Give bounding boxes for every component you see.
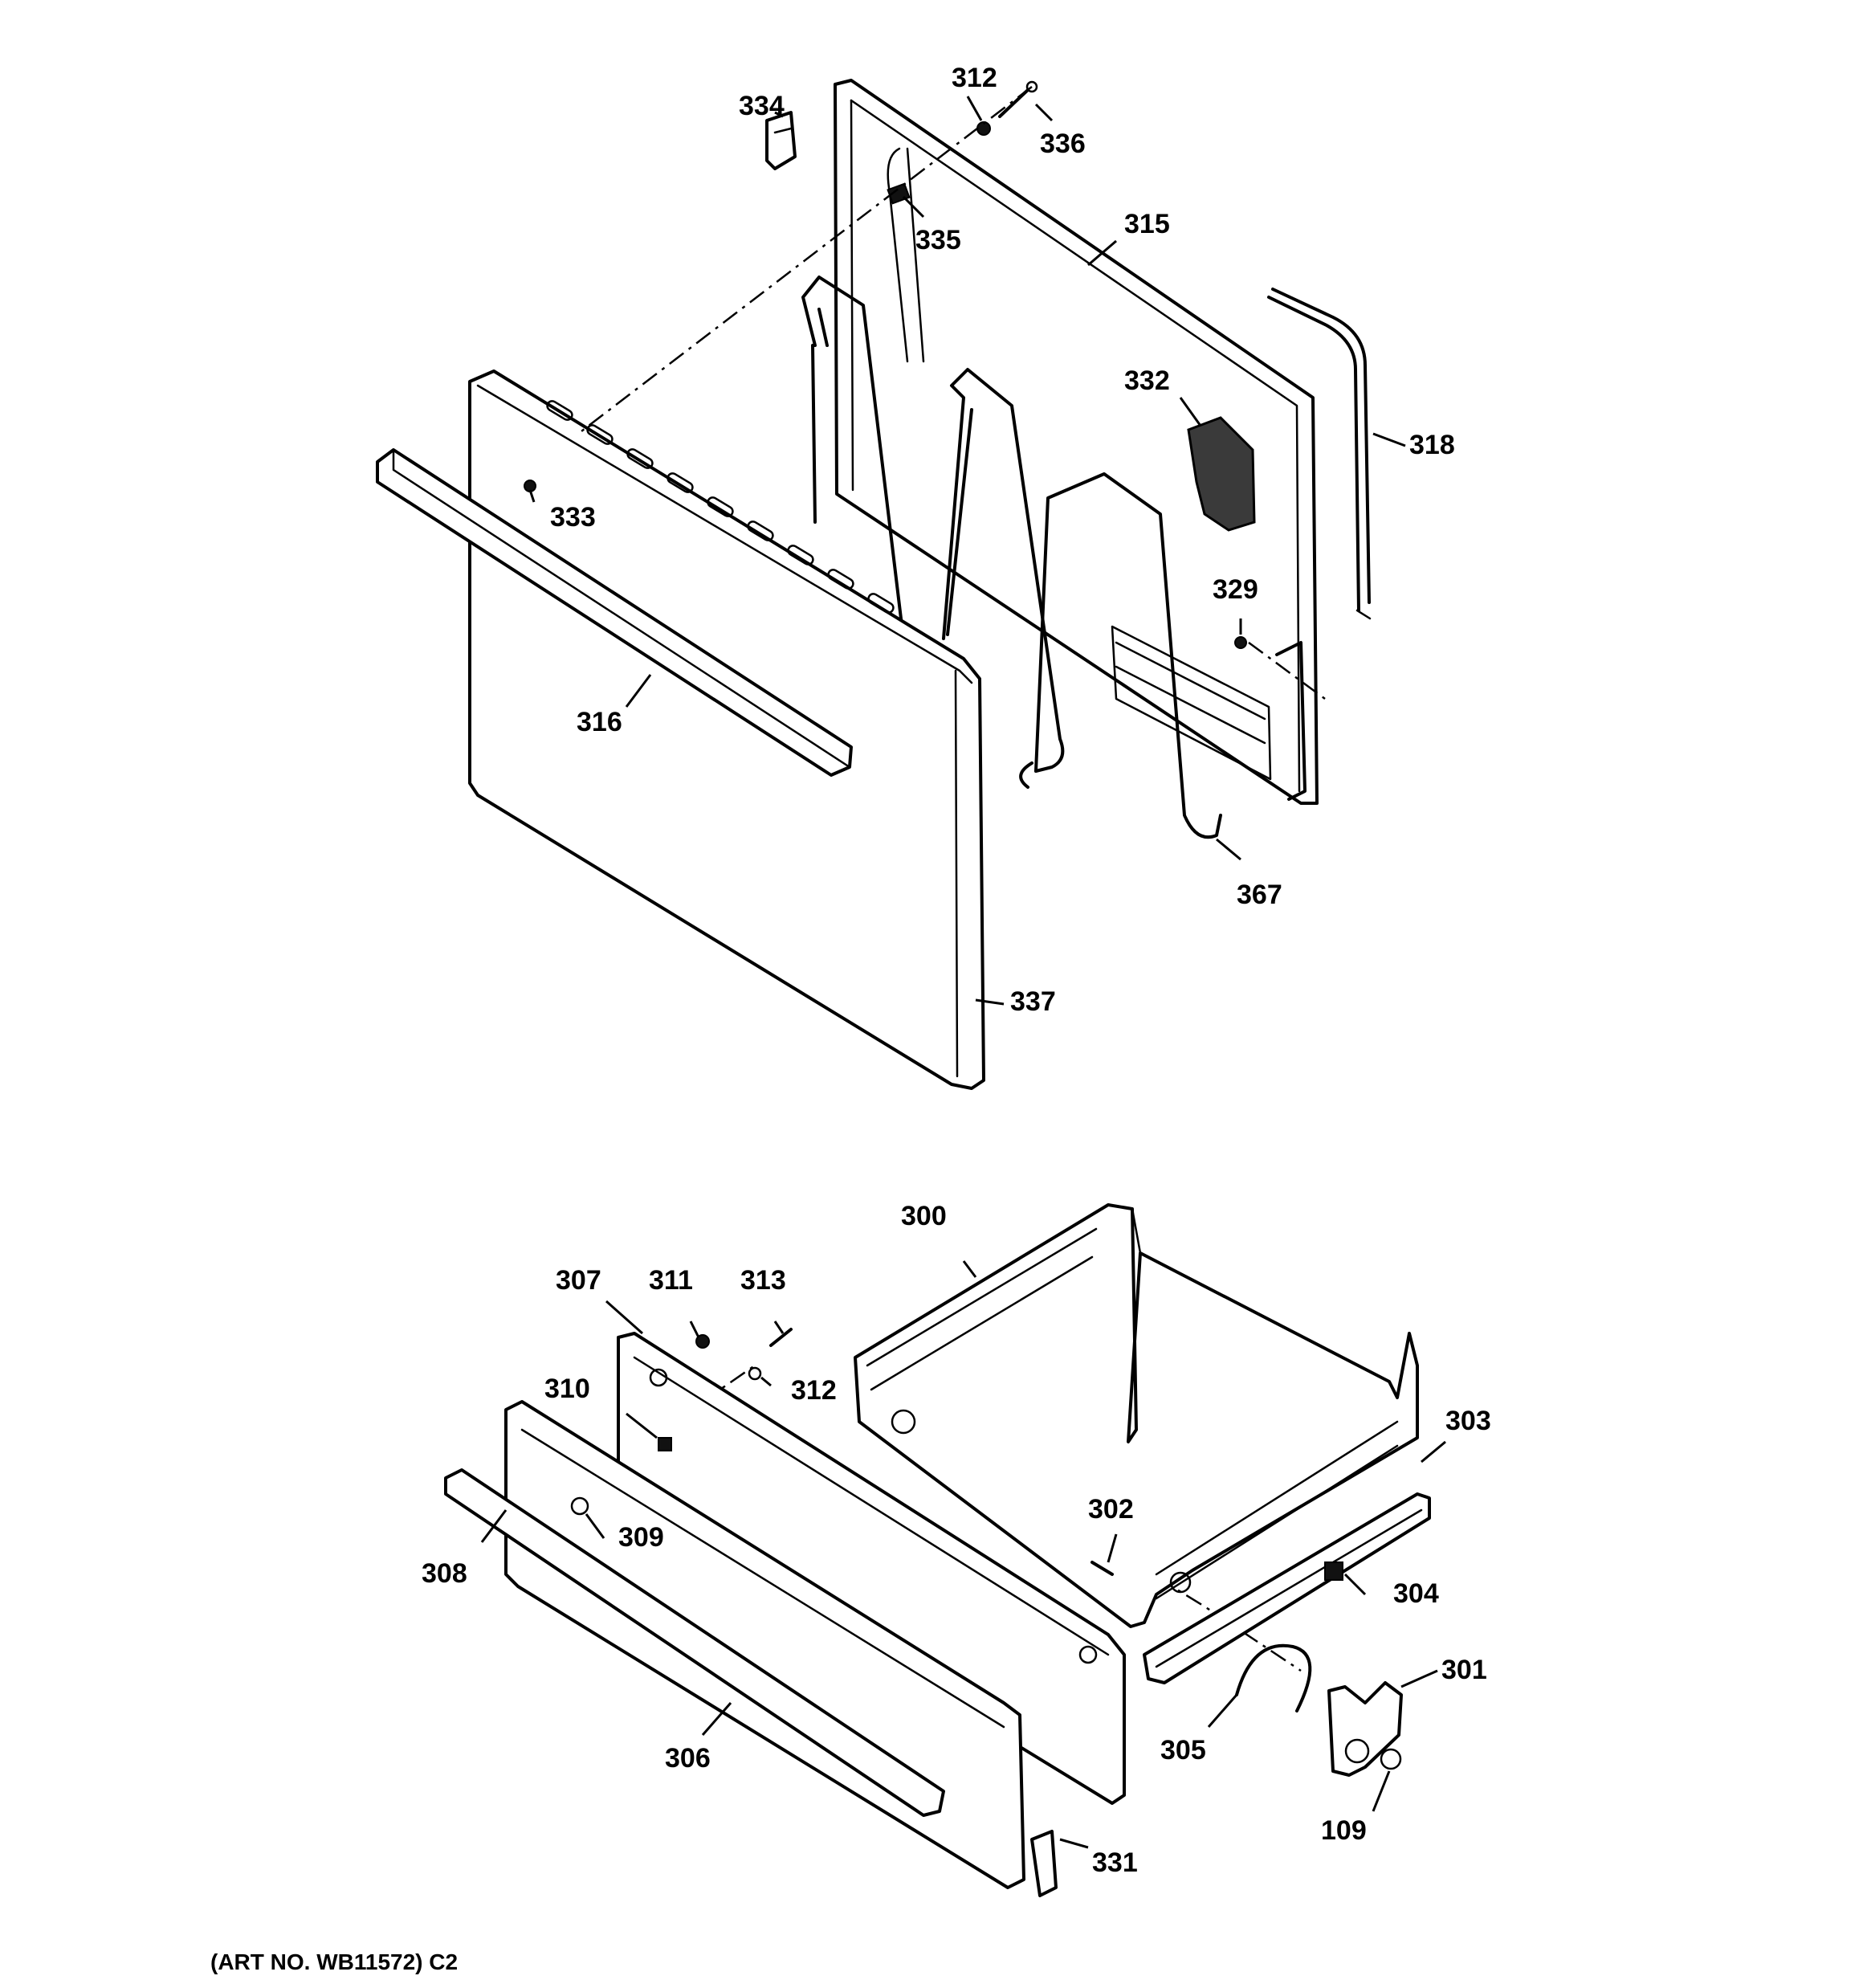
callout-306: 306 [665,1743,711,1774]
art-number-caption: (ART NO. WB11572) C2 [210,1949,459,1974]
callout-308: 308 [422,1558,467,1589]
callout-309: 309 [618,1522,664,1553]
callout-312-bottom: 312 [791,1375,837,1406]
callout-313: 313 [740,1265,786,1296]
hardware-312-336-335 [524,80,1307,801]
outer-door-337 [468,369,985,1090]
drawer-hardware [570,1328,793,1516]
callout-334: 334 [739,91,785,121]
insulation-block-332 [1187,416,1256,532]
retainer-clip-305 [1235,1643,1312,1712]
callout-310: 310 [544,1374,590,1404]
drawer-slide-303 [1143,1492,1431,1684]
callout-318: 318 [1409,430,1455,460]
callout-312-top: 312 [952,63,997,93]
callout-329: 329 [1213,574,1258,605]
drawer-handle-308 [444,1468,945,1817]
callout-337: 337 [1010,986,1056,1017]
callout-336: 336 [1040,129,1086,159]
callout-335: 335 [915,225,961,255]
callout-367: 367 [1237,880,1282,910]
callout-303: 303 [1445,1406,1491,1436]
callout-305: 305 [1160,1735,1206,1766]
callout-labels: 312 334 336 335 315 332 318 333 329 316 … [422,63,1491,1878]
callout-302: 302 [1088,1494,1134,1525]
door-handle-316 [376,448,853,777]
hinge-bracket-334 [765,111,797,170]
callout-300: 300 [901,1201,947,1231]
screw-302 [1090,1561,1114,1576]
vent-slots [546,400,895,614]
drawer-clip-331 [1030,1830,1058,1897]
callout-301: 301 [1441,1655,1487,1685]
callout-332: 332 [1124,365,1170,396]
slide-stop-304 [1324,1561,1343,1581]
callout-331: 331 [1092,1847,1138,1878]
drawer-bracket-301 [1327,1681,1403,1777]
wire-rack-367 [801,276,1222,839]
callout-311: 311 [649,1265,693,1296]
callout-304: 304 [1393,1578,1439,1609]
callout-333: 333 [550,502,596,533]
callout-316: 316 [577,707,622,737]
callout-109: 109 [1321,1815,1367,1846]
door-gasket-318 [1267,288,1372,620]
inner-door-panel-315 [834,79,1319,805]
drawer-body-300 [854,1203,1419,1628]
callout-315: 315 [1124,209,1170,239]
callout-307: 307 [556,1265,601,1296]
leader-lines [480,96,1446,1849]
screw-109 [1380,1748,1402,1770]
